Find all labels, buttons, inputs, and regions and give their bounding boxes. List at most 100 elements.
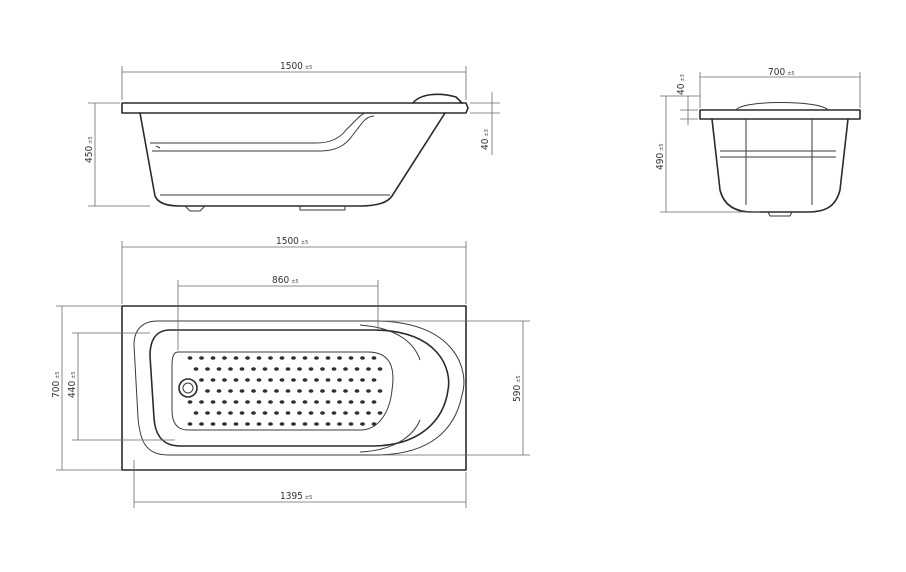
anti-slip-dot — [291, 356, 296, 360]
anti-slip-dot — [245, 422, 250, 426]
dim-side-rim: 40±3 — [480, 129, 491, 150]
anti-slip-dot — [245, 378, 250, 382]
anti-slip-dot — [285, 367, 291, 371]
anti-slip-dot — [239, 411, 245, 415]
anti-slip-dot — [279, 422, 285, 426]
anti-slip-dot — [366, 411, 371, 415]
anti-slip-dot — [268, 400, 273, 404]
anti-slip-dot — [268, 356, 273, 360]
anti-slip-dot — [239, 367, 245, 371]
anti-slip-dot — [320, 411, 325, 415]
anti-slip-dot — [256, 400, 262, 404]
anti-slip-dot — [348, 356, 354, 360]
dim-side-length: 1500±5 — [280, 61, 312, 72]
anti-slip-dot — [337, 378, 342, 382]
anti-slip-dot — [216, 367, 222, 371]
dim-top-inner-width: 590±5 — [512, 375, 523, 402]
anti-slip-dot — [233, 422, 239, 426]
anti-slip-dot — [256, 356, 262, 360]
anti-slip-dot — [371, 400, 377, 404]
anti-slip-dot — [354, 389, 360, 393]
anti-slip-dot — [187, 422, 193, 426]
anti-slip-dot — [210, 356, 216, 360]
anti-slip-dot — [331, 411, 337, 415]
anti-slip-dot — [348, 422, 354, 426]
anti-slip-dot — [239, 389, 245, 393]
anti-slip-dot — [187, 400, 193, 404]
anti-slip-dot — [222, 422, 227, 426]
side-view — [121, 93, 469, 212]
drain-icon — [178, 378, 198, 398]
anti-slip-dot — [210, 378, 216, 382]
anti-slip-dot — [291, 422, 296, 426]
anti-slip-dot — [285, 389, 291, 393]
anti-slip-dot — [233, 378, 239, 382]
anti-slip-dot — [308, 389, 314, 393]
anti-slip-dot — [297, 367, 302, 371]
anti-slip-dot — [222, 378, 227, 382]
dim-top-inner: 860±5 — [272, 275, 299, 286]
end-view — [699, 102, 861, 217]
anti-slip-dot — [337, 422, 342, 426]
side-view-dimensions — [88, 66, 500, 207]
dim-top-length: 1500±5 — [276, 236, 308, 247]
anti-slip-dot — [371, 378, 377, 382]
anti-slip-dot — [285, 411, 291, 415]
anti-slip-dot — [377, 411, 383, 415]
anti-slip-dot — [262, 389, 268, 393]
anti-slip-dot — [256, 422, 262, 426]
anti-slip-dot — [360, 356, 365, 360]
anti-slip-dot — [314, 400, 319, 404]
anti-slip-dot — [274, 411, 279, 415]
dim-top-width: 700±5 — [51, 371, 62, 398]
anti-slip-dot — [193, 411, 199, 415]
anti-slip-dot — [314, 378, 319, 382]
anti-slip-dot — [279, 356, 285, 360]
anti-slip-dot — [222, 400, 227, 404]
anti-slip-dot — [222, 356, 227, 360]
anti-slip-dot — [366, 389, 371, 393]
anti-slip-dot — [274, 367, 279, 371]
anti-slip-dot — [377, 389, 383, 393]
anti-slip-dot — [360, 400, 365, 404]
anti-slip-dot — [343, 389, 348, 393]
anti-slip-dot — [199, 422, 204, 426]
anti-slip-dot — [348, 378, 354, 382]
anti-slip-dot — [348, 400, 354, 404]
anti-slip-dot — [302, 400, 308, 404]
anti-slip-dot — [228, 389, 233, 393]
anti-slip-dot — [302, 356, 308, 360]
anti-slip-dot — [325, 400, 331, 404]
anti-slip-dot — [337, 356, 342, 360]
anti-slip-dot — [251, 411, 256, 415]
anti-slip-dot — [216, 389, 222, 393]
anti-slip-dot — [187, 356, 193, 360]
anti-slip-dot — [193, 367, 199, 371]
dim-end-width: 700±5 — [768, 67, 795, 78]
top-view-dimensions — [56, 241, 530, 508]
anti-slip-dot — [343, 411, 348, 415]
anti-slip-dot — [314, 356, 319, 360]
anti-slip-dot — [354, 367, 360, 371]
anti-slip-dot — [228, 411, 233, 415]
anti-slip-dot — [199, 356, 204, 360]
anti-slip-dot — [233, 400, 239, 404]
anti-slip-dot — [325, 378, 331, 382]
anti-slip-dot — [291, 378, 296, 382]
anti-slip-dot — [302, 378, 308, 382]
anti-slip-dot — [268, 378, 273, 382]
anti-slip-dot — [291, 400, 296, 404]
anti-slip-dot — [262, 411, 268, 415]
dim-end-rim: 40±3 — [676, 74, 687, 95]
anti-slip-dot — [279, 378, 285, 382]
anti-slip-dot — [205, 389, 210, 393]
anti-slip-dot — [331, 389, 337, 393]
anti-slip-dot — [308, 367, 314, 371]
anti-slip-dot — [366, 367, 371, 371]
anti-slip-dot — [325, 422, 331, 426]
anti-slip-dot — [377, 367, 383, 371]
dim-end-height: 490±5 — [655, 143, 666, 170]
anti-slip-dot — [210, 400, 216, 404]
anti-slip-dot — [251, 389, 256, 393]
